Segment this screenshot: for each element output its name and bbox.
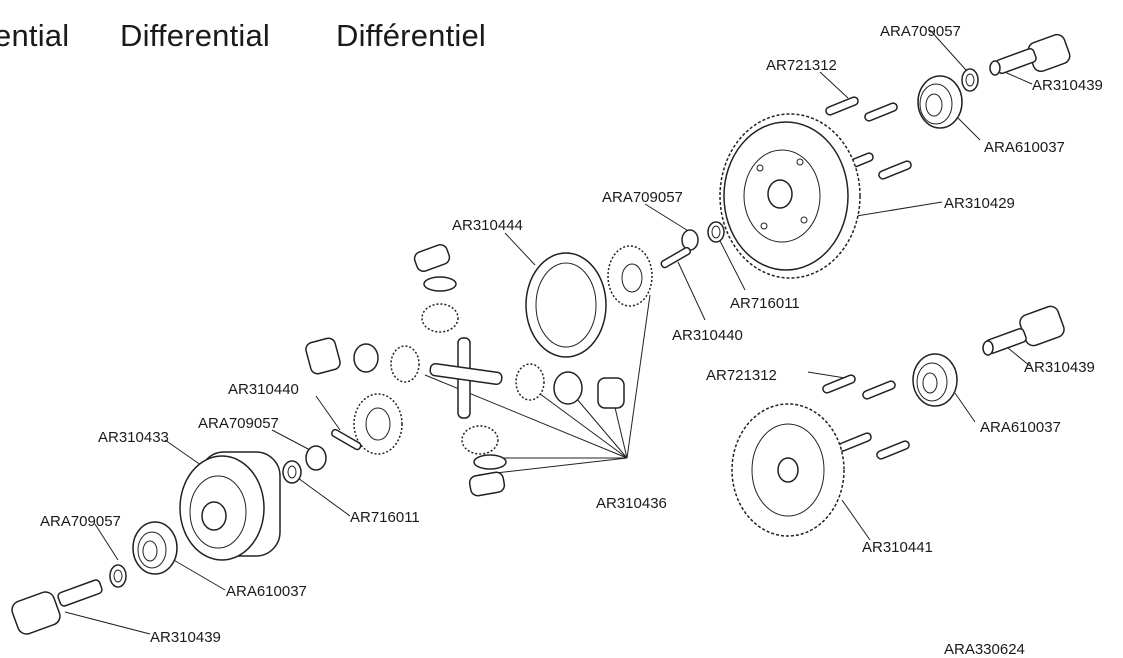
bearing-bottom xyxy=(132,521,178,575)
bevel-gear-left xyxy=(282,393,403,484)
label-ar310441: AR310441 xyxy=(862,539,933,556)
label-ar310436: AR310436 xyxy=(596,495,667,512)
diff-case xyxy=(179,451,281,561)
label-ar716011-left: AR716011 xyxy=(350,509,420,526)
output-cup-bottom xyxy=(11,579,103,635)
label-ara610037-top: ARA610037 xyxy=(984,139,1065,156)
label-ar310433: AR310433 xyxy=(98,429,169,446)
label-ara709057-bottom: ARA709057 xyxy=(40,513,121,530)
label-ar310439-right: AR310439 xyxy=(1024,359,1095,376)
center-cluster xyxy=(305,244,625,497)
bearing-right xyxy=(912,353,958,407)
label-ar310439-bottom: AR310439 xyxy=(150,629,221,646)
title-german: Differential xyxy=(120,18,271,53)
label-ara709057-left: ARA709057 xyxy=(198,415,279,432)
bearing-top xyxy=(917,75,963,129)
label-ar310444: AR310444 xyxy=(452,217,523,234)
label-ar310440-left: AR310440 xyxy=(228,381,299,398)
ring-gear xyxy=(731,403,845,537)
label-ara709057-top: ARA709057 xyxy=(880,23,961,40)
footer-part-code: ARA330624 xyxy=(944,641,1025,658)
label-ara610037-bottom: ARA610037 xyxy=(226,583,307,600)
title-english: ential xyxy=(0,18,70,53)
pins-right xyxy=(822,374,910,460)
label-ar721312-top: AR721312 xyxy=(766,57,837,74)
gasket xyxy=(525,252,607,358)
pins-top xyxy=(825,96,912,180)
label-ar310439-top: AR310439 xyxy=(1032,77,1103,94)
shim-top xyxy=(961,68,979,92)
shims-mid xyxy=(660,221,725,269)
bevel-gear-mid xyxy=(607,245,653,307)
output-cup-right xyxy=(982,305,1065,356)
shim-bottom xyxy=(109,564,127,588)
spur-gear xyxy=(719,113,861,279)
label-ar310429: AR310429 xyxy=(944,195,1015,212)
label-ar310440-mid: AR310440 xyxy=(672,327,743,344)
label-ar721312-right: AR721312 xyxy=(706,367,777,384)
output-cup-top xyxy=(989,33,1071,76)
title-french: Différentiel xyxy=(336,18,487,53)
label-ara610037-right: ARA610037 xyxy=(980,419,1061,436)
label-ar716011-mid: AR716011 xyxy=(730,295,800,312)
label-ara709057-mid: ARA709057 xyxy=(602,189,683,206)
